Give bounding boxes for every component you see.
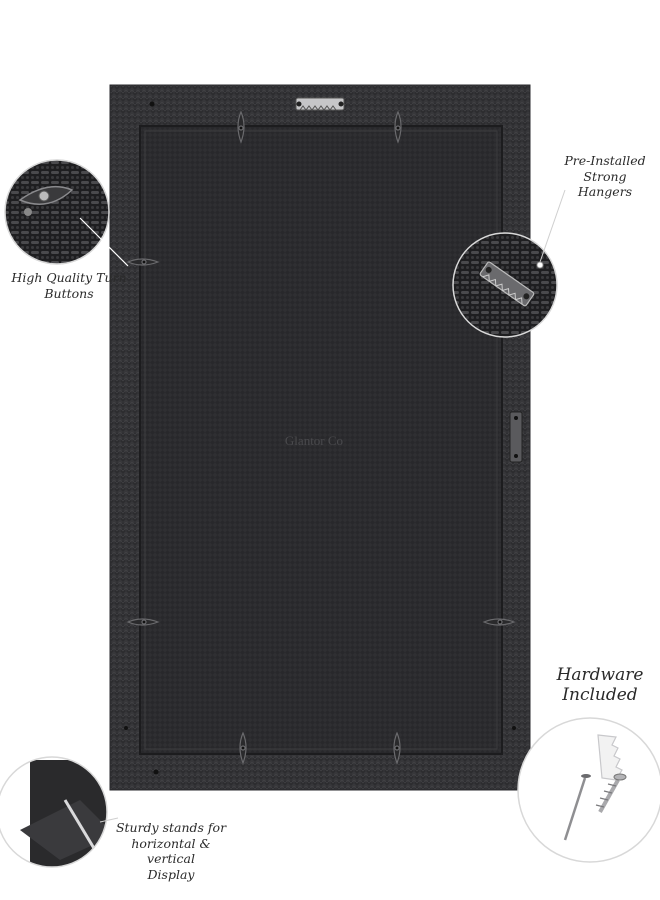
hardware-label: Hardware Included bbox=[540, 665, 660, 706]
hangers-label-line1: Pre-Installed Strong bbox=[564, 153, 646, 184]
sawtooth-hanger-icon bbox=[509, 411, 523, 463]
turn-button-icon bbox=[237, 110, 245, 144]
turn-button-icon bbox=[482, 618, 516, 626]
stands-label-line3: Display bbox=[147, 866, 195, 882]
stands-label-line1: Sturdy stands for bbox=[115, 820, 227, 835]
turn-button-icon bbox=[394, 110, 402, 144]
wall-anchor-icon bbox=[597, 734, 623, 781]
screw-holes bbox=[124, 101, 516, 775]
stands-label: Sturdy stands for horizontal & vertical … bbox=[112, 820, 230, 883]
sawtooth-hanger-icon bbox=[295, 97, 345, 111]
back-logo: Glantor Co bbox=[285, 433, 343, 448]
hardware-label-line1: Hardware bbox=[556, 665, 644, 685]
turn-button-icon bbox=[393, 731, 401, 765]
turn-buttons bbox=[126, 110, 516, 765]
screw-icon bbox=[595, 773, 627, 813]
stand-zoom bbox=[0, 756, 119, 868]
stands-label-line2: horizontal & vertical bbox=[131, 835, 211, 867]
turn-buttons-label-line2: Buttons bbox=[44, 285, 94, 301]
hanger-zoom bbox=[452, 189, 566, 338]
hangers-label-line2: Hangers bbox=[577, 184, 633, 200]
nail-icon bbox=[563, 774, 591, 841]
turn-buttons-label-line1: High Quality Turn bbox=[11, 270, 127, 285]
turn-button-icon bbox=[126, 618, 160, 626]
hangers-label: Pre-Installed Strong Hangers bbox=[550, 153, 660, 200]
turn-button-icon bbox=[239, 731, 247, 765]
hardware-label-line2: Included bbox=[562, 685, 638, 706]
frame-back: Glantor Co bbox=[109, 84, 531, 791]
hardware-zoom bbox=[517, 717, 660, 863]
turn-button-icon bbox=[126, 258, 160, 266]
turn-button-zoom bbox=[4, 159, 129, 267]
turn-buttons-label: High Quality Turn Buttons bbox=[8, 270, 130, 301]
